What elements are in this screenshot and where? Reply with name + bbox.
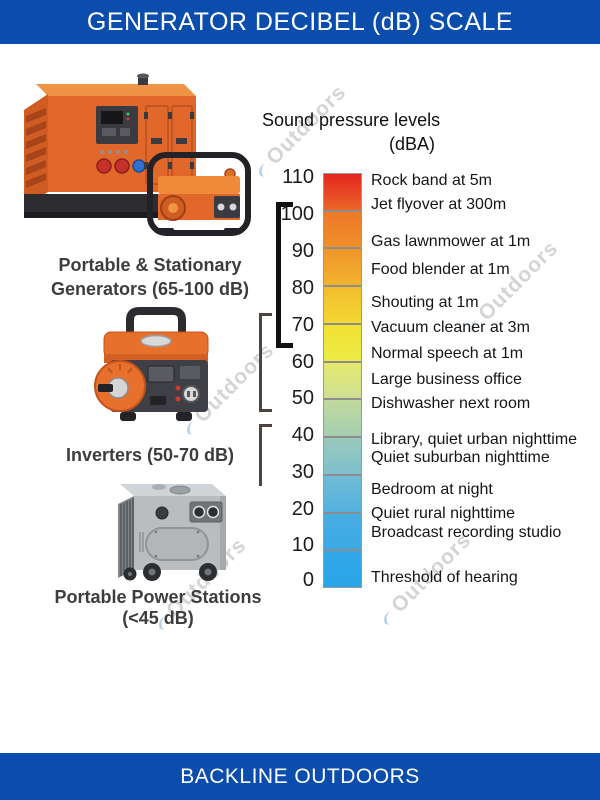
db-scale-label: Threshold of hearing bbox=[371, 569, 518, 586]
db-scale-segment bbox=[324, 209, 361, 248]
category-label-line: (<45 dB) bbox=[122, 608, 194, 628]
db-scale-segment bbox=[324, 360, 361, 399]
stationary-generator bbox=[24, 73, 196, 218]
db-scale-segment bbox=[324, 511, 361, 550]
db-tick: 100 bbox=[280, 203, 314, 225]
db-scale-label: Library, quiet urban nighttime bbox=[371, 431, 578, 448]
brand-name: BACKLINE OUTDOORS bbox=[180, 764, 420, 788]
category-label-line: Generators (65-100 dB) bbox=[50, 279, 250, 299]
category-label-portable-stationary: Portable & Stationary Generators (65-100… bbox=[30, 253, 270, 301]
db-tick: 80 bbox=[291, 277, 314, 299]
db-scale-label: Normal speech at 1m bbox=[371, 345, 524, 362]
scale-subtitle: (dBA) bbox=[388, 134, 435, 154]
category-label-line: Portable & Stationary bbox=[58, 255, 242, 275]
db-tick: 10 bbox=[291, 534, 314, 556]
db-scale-segment bbox=[324, 398, 361, 437]
db-tick: 110 bbox=[282, 166, 314, 188]
header-banner: GENERATOR DECIBEL (dB) SCALE bbox=[0, 0, 600, 44]
inverter-generator-illustration bbox=[94, 307, 209, 421]
footer-banner: BACKLINE OUTDOORS bbox=[0, 753, 600, 800]
db-scale-label: Broadcast recording studio bbox=[371, 524, 562, 541]
db-scale-segment bbox=[324, 322, 361, 361]
db-scale-segment bbox=[324, 549, 361, 588]
portable-power-station-illustration bbox=[118, 484, 226, 581]
portable-and-stationary-generators-illustration bbox=[24, 73, 251, 236]
db-scale-label: Food blender at 1m bbox=[371, 261, 510, 278]
db-tick: 90 bbox=[291, 240, 314, 262]
db-scale-label: Bedroom at night bbox=[371, 481, 493, 498]
db-scale-label: Jet flyover at 300m bbox=[371, 196, 507, 213]
db-scale-label: Large business office bbox=[371, 371, 522, 388]
category-label-line: Inverters (50-70 dB) bbox=[65, 445, 235, 465]
portable-generator bbox=[147, 152, 251, 236]
db-scale-label: Quiet suburban nighttime bbox=[371, 449, 550, 466]
db-scale-label: Dishwasher next room bbox=[371, 395, 531, 412]
db-tick: 50 bbox=[291, 387, 314, 409]
range-bracket-inverters bbox=[259, 313, 272, 412]
db-scale-segment bbox=[324, 473, 361, 512]
range-bracket-portable-stationary bbox=[276, 202, 293, 348]
db-scale-segment bbox=[324, 174, 361, 210]
db-scale-segment bbox=[324, 436, 361, 474]
range-bracket-power-stations bbox=[259, 424, 272, 486]
category-label-inverters: Inverters (50-70 dB) bbox=[30, 443, 270, 467]
page-title: GENERATOR DECIBEL (dB) SCALE bbox=[86, 7, 514, 36]
category-label-power-stations: Portable Power Stations (<45 dB) bbox=[38, 587, 278, 629]
scale-title: Sound pressure levels bbox=[262, 110, 441, 130]
db-scale-label: Rock band at 5m bbox=[371, 172, 492, 189]
db-tick: 40 bbox=[291, 424, 314, 446]
db-tick: 60 bbox=[291, 351, 314, 373]
db-scale-segment bbox=[324, 285, 361, 323]
db-tick: 70 bbox=[291, 314, 314, 336]
db-scale-segment bbox=[324, 247, 361, 286]
decibel-color-bar bbox=[323, 173, 362, 588]
db-scale-label: Gas lawnmower at 1m bbox=[371, 233, 531, 250]
db-tick: 20 bbox=[291, 498, 314, 520]
db-tick: 0 bbox=[302, 569, 314, 591]
db-tick: 30 bbox=[291, 461, 314, 483]
db-scale-label: Shouting at 1m bbox=[371, 294, 479, 311]
db-scale-label: Vacuum cleaner at 3m bbox=[371, 319, 530, 336]
category-label-line: Portable Power Stations bbox=[54, 587, 262, 607]
db-scale-label: Quiet rural nighttime bbox=[371, 505, 516, 522]
watermark-swoosh-icon bbox=[383, 611, 390, 625]
